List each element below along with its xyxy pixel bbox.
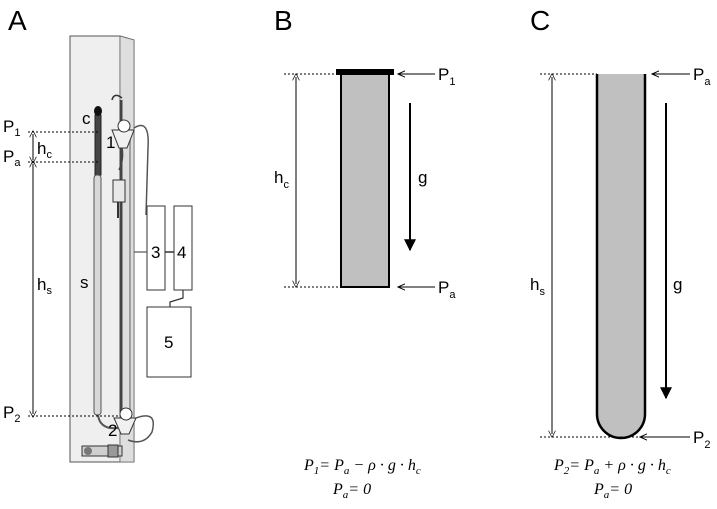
label-pa-b: Pa — [438, 278, 456, 301]
capillary-tube — [94, 106, 102, 176]
support-board — [69, 35, 135, 463]
tube-connector-bottom — [97, 414, 119, 430]
label-p2-a: P2 — [3, 403, 20, 425]
valve-1 — [111, 94, 149, 216]
label-1: 1 — [106, 133, 115, 152]
panel-c-letter: C — [530, 5, 550, 36]
label-s: s — [80, 273, 89, 292]
label-p1-a: P1 — [3, 117, 20, 139]
label-g-b: g — [418, 168, 427, 187]
equation-c-2: Pa= 0 — [593, 481, 632, 501]
label-pa-c: Pa — [693, 65, 711, 88]
tube-b — [340, 73, 390, 288]
label-c: c — [82, 109, 91, 128]
equation-b-1: P1= Pa − ρ · g · hc — [303, 457, 421, 477]
panel-c: C Pa hs g P2 P2= Pa + ρ · g · hc Pa= 0 — [530, 5, 711, 501]
label-pa-a: Pa — [3, 147, 21, 169]
base-fitting — [81, 444, 123, 458]
label-p1-b: P1 — [438, 65, 455, 88]
label-hc-b: hc — [274, 168, 289, 191]
tube-b-cap — [336, 69, 394, 75]
equation-c-1: P2= Pa + ρ · g · hc — [553, 457, 671, 477]
label-hc-a: hc — [37, 139, 52, 161]
label-3: 3 — [151, 243, 160, 262]
valve-2 — [113, 407, 154, 443]
box-3 — [146, 205, 166, 291]
panel-a-letter: A — [8, 5, 27, 36]
panel-b: B P1 hc g Pa P1= Pa − ρ · g · hc Pa= 0 — [274, 5, 456, 501]
label-2: 2 — [108, 421, 117, 440]
box-4-5-link — [169, 290, 184, 307]
label-hs-a: hs — [37, 275, 52, 297]
box-5 — [146, 306, 192, 378]
label-hs-c: hs — [530, 275, 545, 298]
label-5: 5 — [164, 333, 173, 352]
fitting-middle — [112, 147, 126, 218]
label-p2-c: P2 — [693, 428, 710, 451]
label-4: 4 — [177, 243, 186, 262]
label-g-c: g — [673, 275, 682, 294]
equation-b-2: Pa= 0 — [332, 481, 371, 501]
panel-b-letter: B — [274, 5, 293, 36]
tube-c — [595, 74, 647, 440]
panel-a: A — [3, 5, 193, 463]
long-tube — [93, 174, 102, 416]
